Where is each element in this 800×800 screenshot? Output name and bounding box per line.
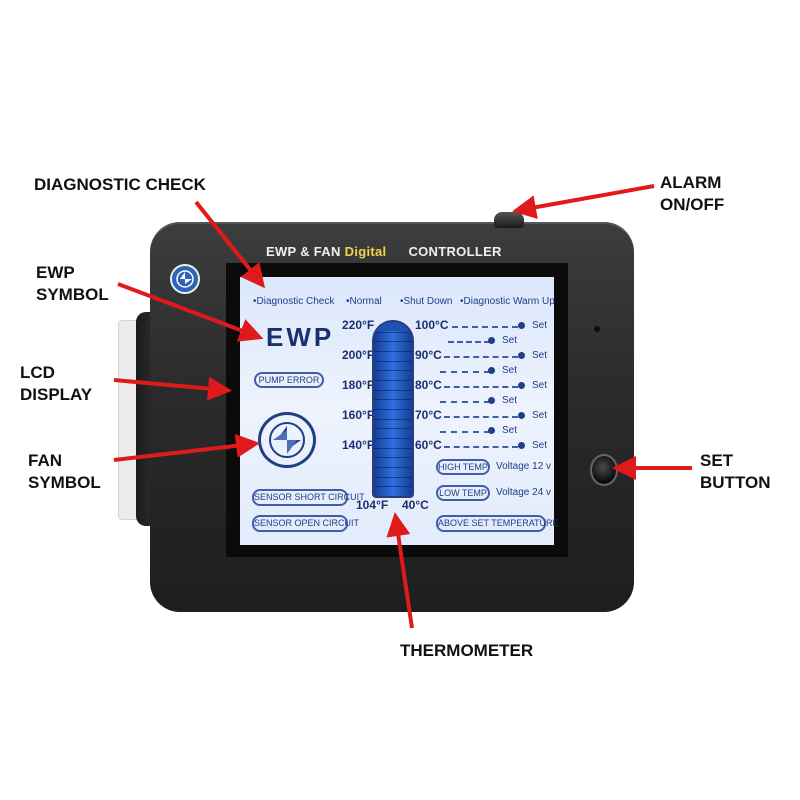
- thermometer: [372, 320, 414, 498]
- arrow-alarm: [512, 184, 655, 219]
- thermometer-tick: [374, 419, 412, 420]
- set-marker: [518, 412, 525, 419]
- set-marker: [518, 442, 525, 449]
- thermometer-tick: [374, 467, 412, 468]
- thermometer-level: [374, 331, 412, 496]
- set-line: [440, 401, 490, 403]
- thermometer-tick: [374, 477, 412, 478]
- set-line: [444, 386, 518, 388]
- celsius-label: 90°C: [415, 348, 442, 362]
- status-normal: •Normal: [346, 296, 382, 307]
- above-set-temperature-indicator: ABOVE SET TEMPERATURE: [436, 515, 559, 532]
- set-line: [452, 326, 518, 328]
- set-line: [444, 416, 518, 418]
- set-label: Set: [502, 395, 518, 406]
- arrow-lcd: [113, 376, 232, 401]
- set-line: [444, 356, 518, 358]
- voltage-24-label: Voltage 24 v: [496, 487, 552, 498]
- voltage-12-label: Voltage 12 v: [496, 461, 552, 472]
- thermometer-tick: [374, 390, 412, 391]
- set-label: Set: [502, 425, 518, 436]
- set-marker: [518, 352, 525, 359]
- thermometer-tick: [374, 351, 412, 352]
- fahrenheit-label: 180°F: [342, 378, 375, 392]
- sensor-open-circuit-indicator: SENSOR OPEN CIRCUIT: [252, 515, 359, 532]
- arrow-ewp: [117, 282, 264, 342]
- thermometer-tick: [374, 409, 412, 410]
- fahrenheit-label: 160°F: [342, 408, 375, 422]
- set-marker: [518, 382, 525, 389]
- arrow-thermometer: [386, 512, 414, 629]
- thermometer-bottom-f: 104°F: [356, 498, 389, 512]
- fahrenheit-label: 220°F: [342, 318, 375, 332]
- set-label: Set: [532, 350, 548, 361]
- set-label: Set: [532, 440, 548, 451]
- set-line: [440, 371, 490, 373]
- thermometer-tick: [374, 361, 412, 362]
- thermometer-tick: [374, 332, 412, 333]
- pump-error-indicator: PUMP ERROR: [254, 372, 324, 388]
- thermometer-tick: [374, 370, 412, 371]
- set-marker: [488, 427, 495, 434]
- arrow-fan: [113, 433, 260, 462]
- callout-diagnostic-check: DIAGNOSTIC CHECK: [34, 175, 206, 194]
- status-diagnostic: •Diagnostic Check: [253, 296, 335, 307]
- set-label: Set: [532, 380, 548, 391]
- set-marker: [488, 397, 495, 404]
- set-label: Set: [532, 320, 548, 331]
- thermometer-tick: [374, 380, 412, 381]
- celsius-label: 70°C: [415, 408, 442, 422]
- set-label: Set: [502, 365, 518, 376]
- fahrenheit-label: 140°F: [342, 438, 375, 452]
- digital-label: Digital: [344, 244, 387, 259]
- celsius-label: 100°C: [415, 318, 449, 332]
- brand-logo-icon: [170, 264, 200, 294]
- low-temp-indicator: LOW TEMP: [436, 485, 490, 501]
- set-marker: [488, 367, 495, 374]
- status-warmup: •Diagnostic Warm Up: [460, 296, 555, 307]
- set-line: [448, 341, 490, 343]
- thermometer-tick: [374, 428, 412, 429]
- set-marker: [488, 337, 495, 344]
- set-line: [444, 446, 518, 448]
- status-shutdown: •Shut Down: [400, 296, 453, 307]
- ewp-symbol: EWP: [266, 322, 335, 352]
- callout-thermometer: THERMOMETER: [400, 641, 534, 660]
- thermometer-tick: [374, 448, 412, 449]
- thermometer-tick: [374, 457, 412, 458]
- set-line: [440, 431, 490, 433]
- set-label: Set: [502, 335, 518, 346]
- sensor-short-circuit-indicator: SENSOR SHORT CIRCUIT: [252, 489, 365, 506]
- set-marker: [518, 322, 525, 329]
- celsius-label: 80°C: [415, 378, 442, 392]
- arrow-diagnostic: [194, 200, 265, 289]
- thermometer-tick: [374, 341, 412, 342]
- thermometer-tick: [374, 438, 412, 439]
- celsius-label: 60°C: [415, 438, 442, 452]
- set-label: Set: [532, 410, 548, 421]
- high-temp-indicator: HIGH TEMP: [436, 459, 490, 475]
- thermometer-tick: [374, 486, 412, 487]
- fahrenheit-label: 200°F: [342, 348, 375, 362]
- light-sensor: [594, 326, 600, 332]
- thermometer-tick: [374, 399, 412, 400]
- thermometer-bottom-c: 40°C: [402, 498, 429, 512]
